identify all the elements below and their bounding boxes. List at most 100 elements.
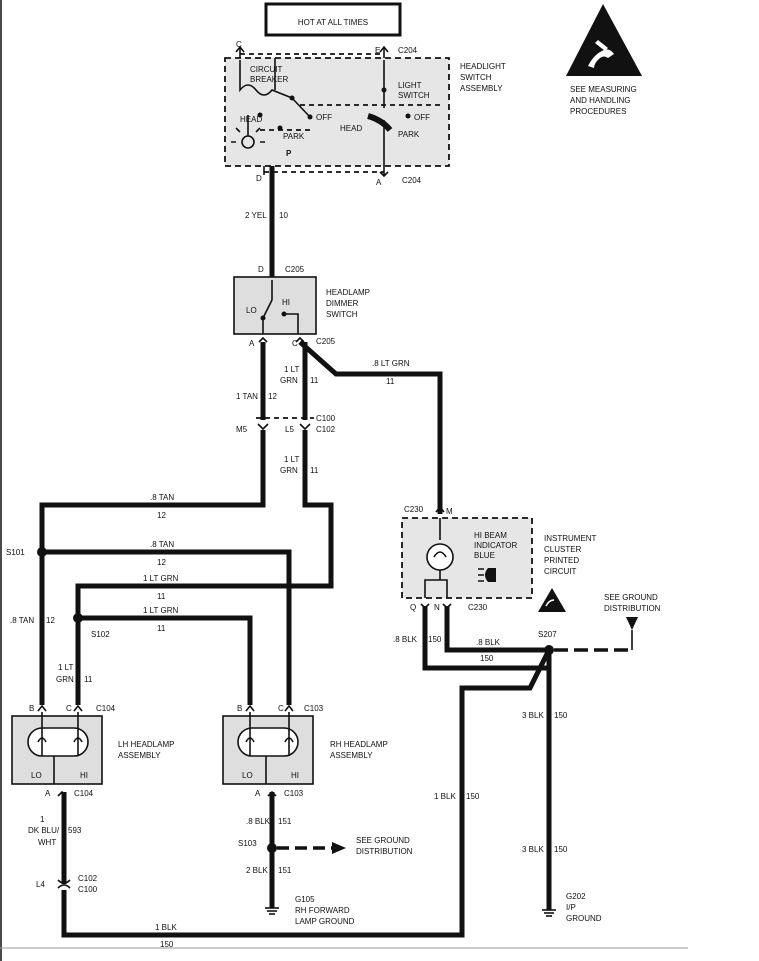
wire-1-lt-grn-b-circuit: 11 [310,466,319,475]
wire-8-tan-1-size: .8 TAN [150,493,174,502]
dimmer-name-1: HEADLAMP [326,288,370,297]
cluster-name-2: CLUSTER [544,545,582,554]
ground-dist-2-line1: SEE GROUND [356,836,410,845]
wire-8-blk-q-circuit: 150 [428,635,442,644]
wire-1-blk-v-circuit: 150 [466,792,480,801]
wire-1-lt-grn-b [75,430,334,705]
lh-connector-top: C104 [96,704,116,713]
wire-dk-blu-size-1: 1 [40,815,45,824]
wire-8-tan-2-size: .8 TAN [150,540,174,549]
wire-8-blk-n [444,606,549,653]
wire-1-lt-grn-h1-circuit: 11 [157,592,166,601]
c100-pin-l5: L5 [285,425,294,434]
wire-8-tan-3-circuit: 12 [46,616,55,625]
cb-off-label: OFF [316,113,332,122]
wire-3-blk-2-circuit: 150 [554,845,568,854]
cluster-indicator-2: INDICATOR [474,541,517,550]
esd-note-line3: PROCEDURES [570,107,626,116]
cb-head-label: HEAD [240,115,262,124]
dimmer-name-3: SWITCH [326,310,358,319]
light-switch-label-2: SWITCH [398,91,430,100]
headlight-switch-name-3: ASSEMBLY [460,84,503,93]
s102-label: S102 [91,630,110,639]
cb-park-label: PARK [283,132,305,141]
lh-name-2: ASSEMBLY [118,751,161,760]
wire-1-blk-h-size: 1 BLK [155,923,177,932]
wire-1-tan-circuit: 12 [268,392,277,401]
wire-2-yel-circuit: 10 [279,211,288,220]
cluster-pin-m: M [446,507,453,516]
headlamp-dimmer-switch [233,276,317,335]
lh-pin-c: C [66,704,72,713]
rh-pin-b: B [237,704,242,713]
cluster-name-1: INSTRUMENT [544,534,597,543]
rh-name-2: ASSEMBLY [330,751,373,760]
dimmer-pin-c: C [292,339,298,348]
wire-1-blk [61,648,552,938]
c102-connector-a: C102 [78,874,98,883]
wire-2-yel-size: 2 YEL [245,211,267,220]
s207-label: S207 [538,630,557,639]
wire-8-tan-1 [39,430,266,705]
wire-1-lt-grn-h2-size: 1 LT GRN [143,606,178,615]
switch-pin-d: D [256,174,262,183]
wire-1-lt-grn-a-size-1: 1 LT [284,365,300,374]
ground-g202-icon [542,909,556,917]
wire-2-blk-151-size: 2 BLK [246,866,268,875]
g202-line3: GROUND [566,914,602,923]
dimmer-connector-bottom: C205 [316,337,336,346]
c100-connector-a: C100 [316,414,336,423]
g105-line1: G105 [295,895,315,904]
wire-8-lt-grn-top-circuit: 11 [386,377,395,386]
wire-1-lt-grn-h1-size: 1 LT GRN [143,574,178,583]
wire-dk-blu-circuit: 593 [68,826,82,835]
splice-s103 [267,843,277,853]
wire-1-lt-grn-v-size-2: GRN [56,675,74,684]
wire-3-blk-1-circuit: 150 [554,711,568,720]
headlight-switch-name-2: SWITCH [460,73,492,82]
s103-label: S103 [238,839,257,848]
switch-pin-e: E [375,46,380,55]
esd-note-line1: SEE MEASURING [570,85,637,94]
wire-8-tan-2 [42,549,292,705]
ground-dist-1-line1: SEE GROUND [604,593,658,602]
instrument-cluster [401,505,533,610]
connector-c100 [256,417,314,431]
ground-dist-1-line2: DISTRIBUTION [604,604,661,613]
wire-8-tan-3-size: .8 TAN [10,616,34,625]
ls-park-label: PARK [398,130,420,139]
c100-pin-m5: M5 [236,425,248,434]
headlight-switch-assembly [224,45,450,178]
esd-small-icon [538,588,566,612]
g202-line2: I/P [566,903,576,912]
light-switch-label-1: LIGHT [398,81,422,90]
rh-name-1: RH HEADLAMP [330,740,388,749]
wire-8-blk-n-circuit: 150 [480,654,494,663]
cluster-indicator-3: BLUE [474,551,495,560]
wire-dk-blu-size-2: DK BLU/ [28,826,60,835]
dimmer-hi: HI [282,298,290,307]
rh-connector-bottom: C103 [284,789,304,798]
ground-dist-arrow-2 [332,842,346,854]
title: HOT AT ALL TIMES [298,18,368,27]
g202-line1: G202 [566,892,586,901]
wire-3-blk-2-size: 3 BLK [522,845,544,854]
rh-headlamp-assembly [222,704,314,785]
rh-hi: HI [291,771,299,780]
switch-connector-top: C204 [398,46,418,55]
wire-1-lt-grn-v-circuit: 11 [84,675,93,684]
lh-pin-b: B [29,704,34,713]
wire-dk-blu-size-3: WHT [38,838,56,847]
wire-1-tan-size: 1 TAN [236,392,258,401]
cluster-connector-bottom: C230 [468,603,488,612]
wire-1-lt-grn-b-size-2: GRN [280,466,298,475]
circuit-breaker-label-1: CIRCUIT [250,65,283,74]
ground-dist-2-line2: DISTRIBUTION [356,847,413,856]
headlight-switch-name-1: HEADLIGHT [460,62,506,71]
cluster-indicator-1: HI BEAM [474,531,507,540]
cluster-pin-n: N [434,603,440,612]
wire-1-lt-grn-h2-circuit: 11 [157,624,166,633]
c100-connector-b: C102 [316,425,336,434]
ls-off-label: OFF [414,113,430,122]
